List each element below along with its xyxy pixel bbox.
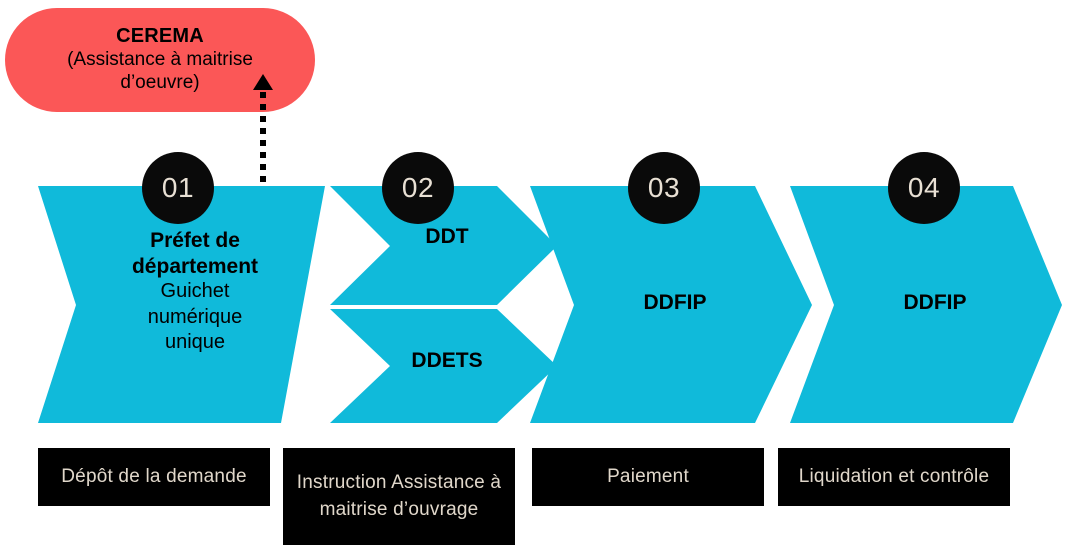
chevron-label-04: DDFIP	[903, 291, 967, 314]
step-badge-01[interactable]: 01	[142, 152, 214, 224]
step-badge-03[interactable]: 03	[628, 152, 700, 224]
cerema-title: CEREMA	[116, 24, 204, 47]
caption-step-03: Paiement	[532, 448, 764, 506]
cerema-subtitle-line2: d’oeuvre)	[120, 72, 200, 93]
arrow-head-icon	[253, 74, 273, 90]
cerema-subtitle-line1: (Assistance à maitrise	[67, 48, 253, 70]
caption-step-02: Instruction Assistance à maitrise d’ouvr…	[283, 448, 515, 545]
chevron-label-02-ddets: DDETS	[411, 349, 483, 372]
chevron-label-03: DDFIP	[643, 291, 707, 314]
step-01-detail-line1: Guichet	[160, 280, 230, 303]
arrow-dotted-line	[260, 92, 266, 264]
step-01-detail-line3: unique	[164, 331, 226, 354]
chevron-label-02-ddt: DDT	[425, 225, 469, 248]
chevron-label-01: Préfet de département Guichet numérique …	[100, 228, 290, 356]
caption-step-01: Dépôt de la demande	[38, 448, 270, 506]
step-badge-04[interactable]: 04	[888, 152, 960, 224]
caption-step-04: Liquidation et contrôle	[778, 448, 1010, 506]
step-badge-02[interactable]: 02	[382, 152, 454, 224]
cerema-callout: CEREMA (Assistance à maitrise d’oeuvre)	[5, 8, 315, 112]
step-01-title-line1: Préfet de	[150, 229, 240, 252]
dotted-arrow-up	[253, 74, 273, 264]
step-01-detail-line2: numérique	[147, 305, 243, 328]
step-01-title-line2: département	[131, 254, 259, 278]
